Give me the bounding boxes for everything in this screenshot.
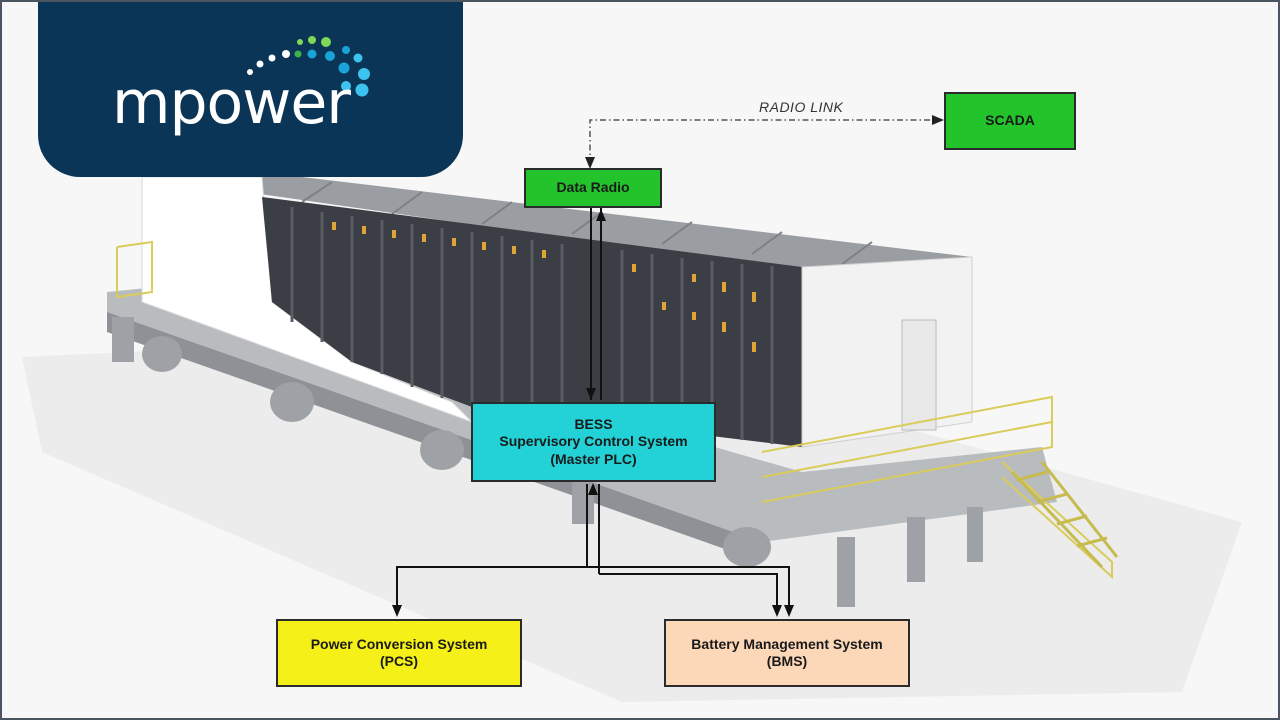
container-door: [901, 319, 937, 431]
pcs-label-line2: (PCS): [379, 653, 419, 669]
scada-label: SCADA: [985, 112, 1035, 129]
bms-label-line1: Battery Management System: [691, 635, 883, 652]
safety-railings: [116, 240, 1113, 580]
access-stairs: [1010, 461, 1119, 569]
rack-columns: [290, 207, 774, 444]
logo-wordmark: mpower: [112, 68, 351, 138]
support-piers: [112, 317, 983, 607]
radio-link-arrow-down: [585, 157, 595, 169]
bess-label-line2: Supervisory Control System: [499, 433, 688, 450]
container-roof: [142, 177, 972, 272]
container-right-end: [801, 256, 973, 448]
diagram-connectors: [392, 115, 944, 617]
radio-link-arrow-right: [932, 115, 944, 125]
bms-box: Battery Management System (BMS): [664, 619, 910, 687]
data-radio-label: Data Radio: [556, 179, 630, 196]
bess-label-line1: BESS: [574, 415, 613, 432]
pcs-label-line1: Power Conversion System: [310, 635, 488, 652]
bess-label-line3: (Master PLC): [550, 450, 637, 467]
data-radio-box: Data Radio: [524, 168, 662, 208]
bess-supervisory-control-box: BESS Supervisory Control System (Master …: [471, 402, 716, 482]
radio-link-label: RADIO LINK: [759, 99, 844, 115]
scada-box: SCADA: [944, 92, 1076, 150]
bms-label-line2: (BMS): [766, 653, 808, 669]
logo-dots-icon: [247, 36, 370, 97]
ground-plane: [22, 332, 1242, 702]
rack-indicator-lights: [332, 222, 756, 352]
radio-link-line: [589, 119, 937, 164]
roof-ribs: [301, 181, 873, 265]
logo-banner: mpower: [38, 2, 463, 177]
pcs-box: Power Conversion System (PCS): [276, 619, 522, 687]
